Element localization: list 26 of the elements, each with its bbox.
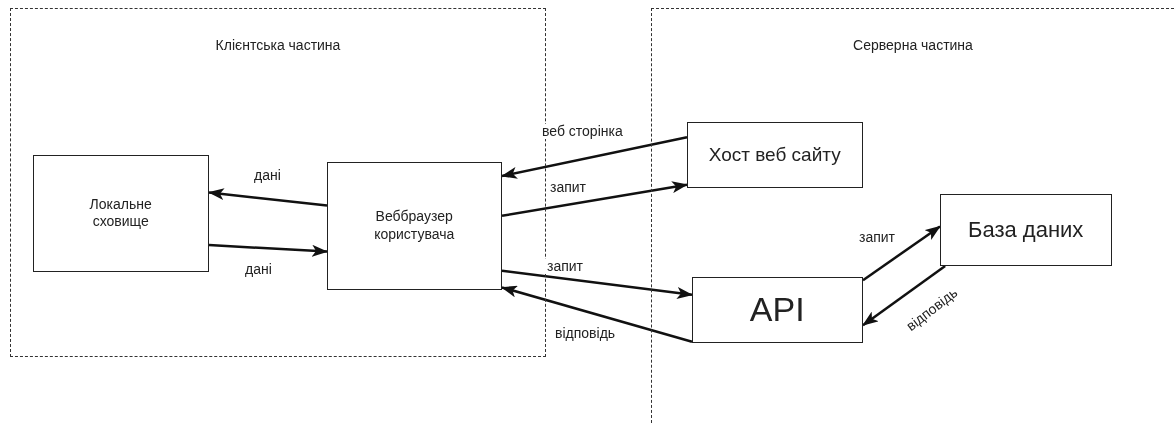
edge-label: дані <box>243 262 274 278</box>
edge-label: відповідь <box>553 326 618 342</box>
arrow <box>501 285 693 343</box>
arrow <box>208 188 328 207</box>
browser-box <box>326 161 502 290</box>
arrow <box>862 225 941 282</box>
arrow <box>501 135 688 179</box>
storage-box <box>32 154 209 272</box>
box-label: Локальне сховище <box>88 195 153 231</box>
zone-title: Клієнтська частина <box>215 37 341 53</box>
box-label: База даних <box>968 215 1084 244</box>
arrow <box>501 181 688 217</box>
box-label: Хост веб сайту <box>708 142 841 167</box>
server-zone <box>651 8 1174 423</box>
zone-title: Серверна частина <box>853 37 973 53</box>
edge-label: веб сторінка <box>540 124 625 140</box>
arrow <box>208 243 328 257</box>
host-box <box>686 121 863 188</box>
edge-label: дані <box>252 168 283 184</box>
box-label: Веббраузер користувача <box>373 208 456 244</box>
api-box <box>691 276 863 343</box>
edge-label: запит <box>545 259 586 275</box>
database-box <box>939 193 1112 266</box>
box-label: API <box>749 289 805 331</box>
arrow <box>862 265 946 327</box>
arrow <box>501 269 693 299</box>
